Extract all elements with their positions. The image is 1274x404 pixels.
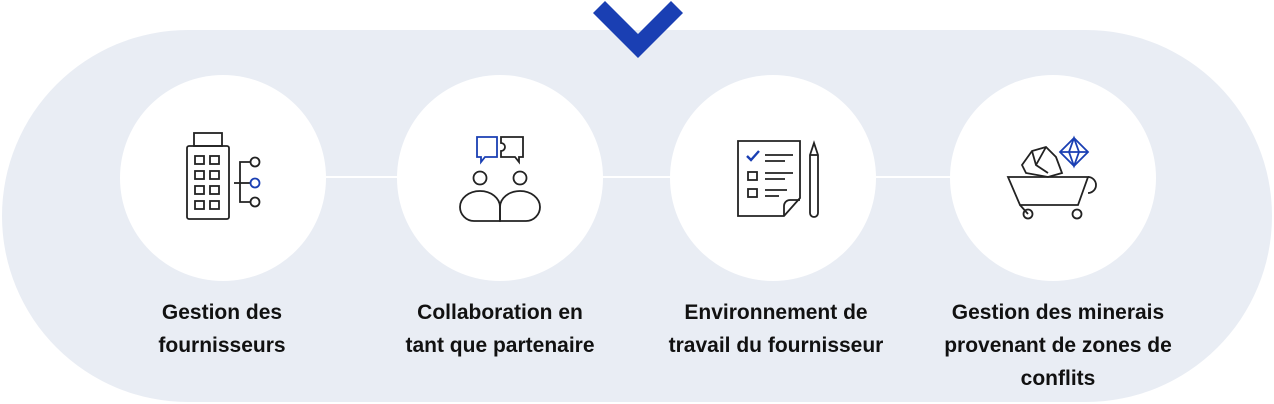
connector-line bbox=[300, 176, 420, 178]
building-network-icon bbox=[186, 132, 261, 220]
collaboration-icon bbox=[459, 136, 541, 222]
step-label-supplier-management: Gestion des fournisseurs bbox=[158, 301, 286, 357]
connector-line bbox=[860, 176, 970, 178]
step-label-partner-collaboration: Collaboration en tant que partenaire bbox=[405, 301, 595, 357]
checklist-pencil-icon bbox=[737, 140, 819, 218]
chevron-down-icon bbox=[593, 1, 683, 58]
step-circle-supplier-environment bbox=[670, 75, 876, 281]
connector-line bbox=[580, 176, 690, 178]
step-label-supplier-environment: Environnement de travail du fournisseur bbox=[668, 301, 884, 357]
step-circle-partner-collaboration bbox=[397, 75, 603, 281]
step-circle-conflict-minerals bbox=[950, 75, 1156, 281]
minerals-cart-icon bbox=[1006, 135, 1097, 220]
step-circle-supplier-management bbox=[120, 75, 326, 281]
step-label-conflict-minerals: Gestion des minerais provenant de zones … bbox=[944, 301, 1172, 390]
